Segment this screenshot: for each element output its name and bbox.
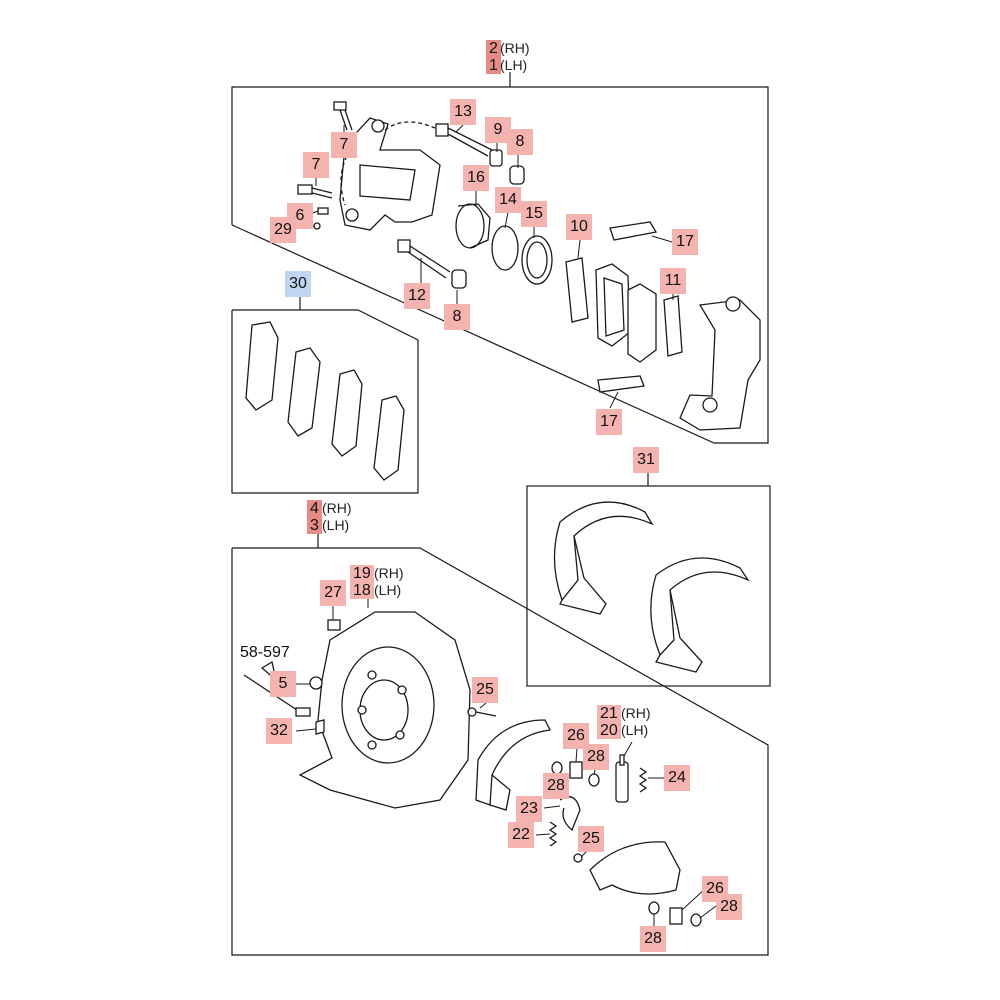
callout-28-washer-b[interactable]: 28 (543, 773, 569, 799)
callout-17-clip-upper[interactable]: 17 (672, 229, 698, 255)
pad-kit-pad-1 (245, 321, 279, 411)
adjuster-lh-number[interactable]: 20 (597, 722, 621, 739)
callout-7-upper-bolt[interactable]: 7 (331, 132, 357, 158)
callout-13-guide-pin[interactable]: 13 (450, 99, 476, 125)
caliper-assembly-frame (231, 86, 769, 444)
callout-32-clip[interactable]: 32 (266, 718, 292, 744)
adjuster-lh-side: (LH) (621, 722, 649, 738)
callout-23-lever[interactable]: 23 (516, 796, 542, 822)
callout-25-pin-upper[interactable]: 25 (472, 677, 498, 703)
assembly-front-rh-side: (RH) (500, 40, 530, 56)
callout-16-piston[interactable]: 16 (463, 165, 489, 191)
rear-shoe-lower (589, 841, 681, 895)
backing-plate (298, 611, 471, 809)
callout-8-bushing-upper[interactable]: 8 (507, 129, 533, 155)
callout-10-shim[interactable]: 10 (566, 214, 592, 240)
callout-9-boot[interactable]: 9 (485, 117, 511, 143)
backing-plate-rh-side: (RH) (374, 565, 404, 581)
assembly-front-rh-number[interactable]: 2 (486, 40, 501, 57)
callout-27-nut[interactable]: 27 (320, 580, 346, 606)
callout-5-washer[interactable]: 5 (270, 671, 296, 697)
cable-reference: 58-597 (240, 644, 290, 661)
backing-plate-lh-side: (LH) (374, 582, 402, 598)
pad-kit-pad-3 (331, 369, 363, 457)
callout-14-seal[interactable]: 14 (495, 187, 521, 213)
assembly-front-lh-side: (LH) (500, 57, 528, 73)
callout-15-boot[interactable]: 15 (521, 201, 547, 227)
adjuster-rh-side: (RH) (621, 705, 651, 721)
backing-plate-lh-number[interactable]: 18 (350, 582, 374, 599)
callout-28-washer-c[interactable]: 28 (716, 894, 742, 920)
callout-17-clip-lower[interactable]: 17 (596, 409, 622, 435)
assembly-front-lh-number[interactable]: 1 (486, 57, 501, 74)
parking-shoe-1 (553, 501, 654, 602)
callout-7-lower-bolt[interactable]: 7 (303, 152, 329, 178)
pad-kit-pad-2 (287, 347, 321, 437)
backing-plate-rh-number[interactable]: 19 (350, 565, 374, 582)
callout-28-washer-d[interactable]: 28 (640, 926, 666, 952)
callout-25-pin-lower[interactable]: 25 (578, 826, 604, 852)
callout-29-cap[interactable]: 29 (270, 217, 296, 243)
rear-shoe-upper (475, 719, 551, 806)
callout-30-pad-kit[interactable]: 30 (285, 271, 311, 297)
callout-31-shoe-kit[interactable]: 31 (633, 447, 659, 473)
caliper-carrier (679, 299, 761, 431)
parking-shoe-2 (650, 557, 750, 657)
adjuster-rh-number[interactable]: 21 (597, 705, 621, 722)
callout-28-washer-a[interactable]: 28 (583, 744, 609, 770)
assembly-rear-lh-number[interactable]: 3 (307, 517, 322, 534)
callout-24-spring[interactable]: 24 (664, 765, 690, 791)
assembly-rear-rh-number[interactable]: 4 (307, 500, 322, 517)
rear-assembly-frame (231, 547, 769, 956)
callout-22-spring[interactable]: 22 (508, 822, 534, 848)
assembly-rear-lh-side: (LH) (322, 517, 350, 533)
shim-plate (565, 257, 589, 323)
pad-kit-pad-4 (373, 395, 405, 481)
callout-8-bushing-lower[interactable]: 8 (444, 304, 470, 330)
pad-kit-frame (231, 309, 419, 494)
callout-11-shim[interactable]: 11 (660, 268, 686, 294)
callout-12-guide-pin[interactable]: 12 (404, 283, 430, 309)
assembly-rear-rh-side: (RH) (322, 500, 352, 516)
